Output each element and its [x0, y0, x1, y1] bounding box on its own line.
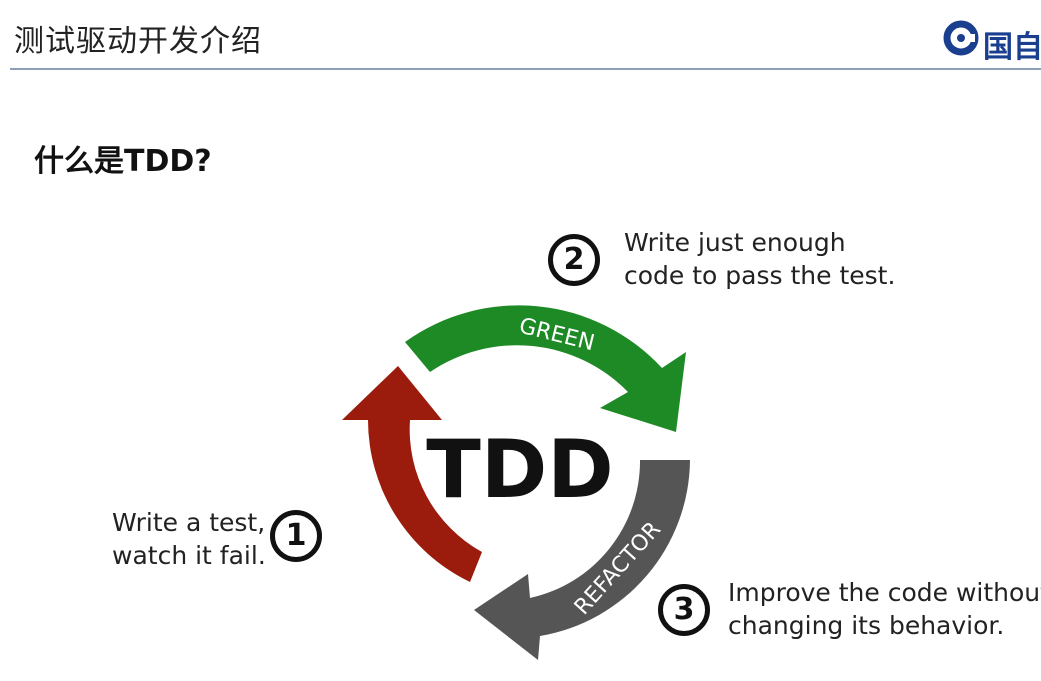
step-2-number-badge: 2	[548, 234, 600, 286]
step-1-line-1: Write a test,	[112, 508, 266, 537]
step-3-line-2: changing its behavior.	[728, 611, 1005, 640]
step-3-description: Improve the code without changing its be…	[728, 576, 1041, 642]
logo-mark-icon	[943, 20, 979, 56]
step-3-number-badge: 3	[658, 584, 710, 636]
red-arc-arrow	[342, 366, 482, 582]
tdd-center-label: TDD	[426, 423, 613, 516]
section-title: 什么是TDD?	[34, 144, 212, 179]
step-1-number-badge: 1	[270, 510, 322, 562]
green-arc-arrow	[405, 305, 686, 432]
refactor-arc-arrow	[474, 460, 690, 660]
step-2-description: Write just enough code to pass the test.	[624, 226, 895, 292]
step-1-line-2: watch it fail.	[112, 541, 266, 570]
step-2-line-2: code to pass the test.	[624, 261, 896, 290]
red-arc-label: RED	[360, 506, 398, 558]
step-3-line-1: Improve the code without	[728, 578, 1041, 607]
step-1-description: Write a test, watch it fail.	[112, 506, 266, 572]
header-divider	[10, 68, 1041, 70]
step-2-line-1: Write just enough	[624, 228, 846, 257]
logo-text: 国自	[983, 30, 1041, 65]
page-title: 测试驱动开发介绍	[14, 24, 262, 59]
